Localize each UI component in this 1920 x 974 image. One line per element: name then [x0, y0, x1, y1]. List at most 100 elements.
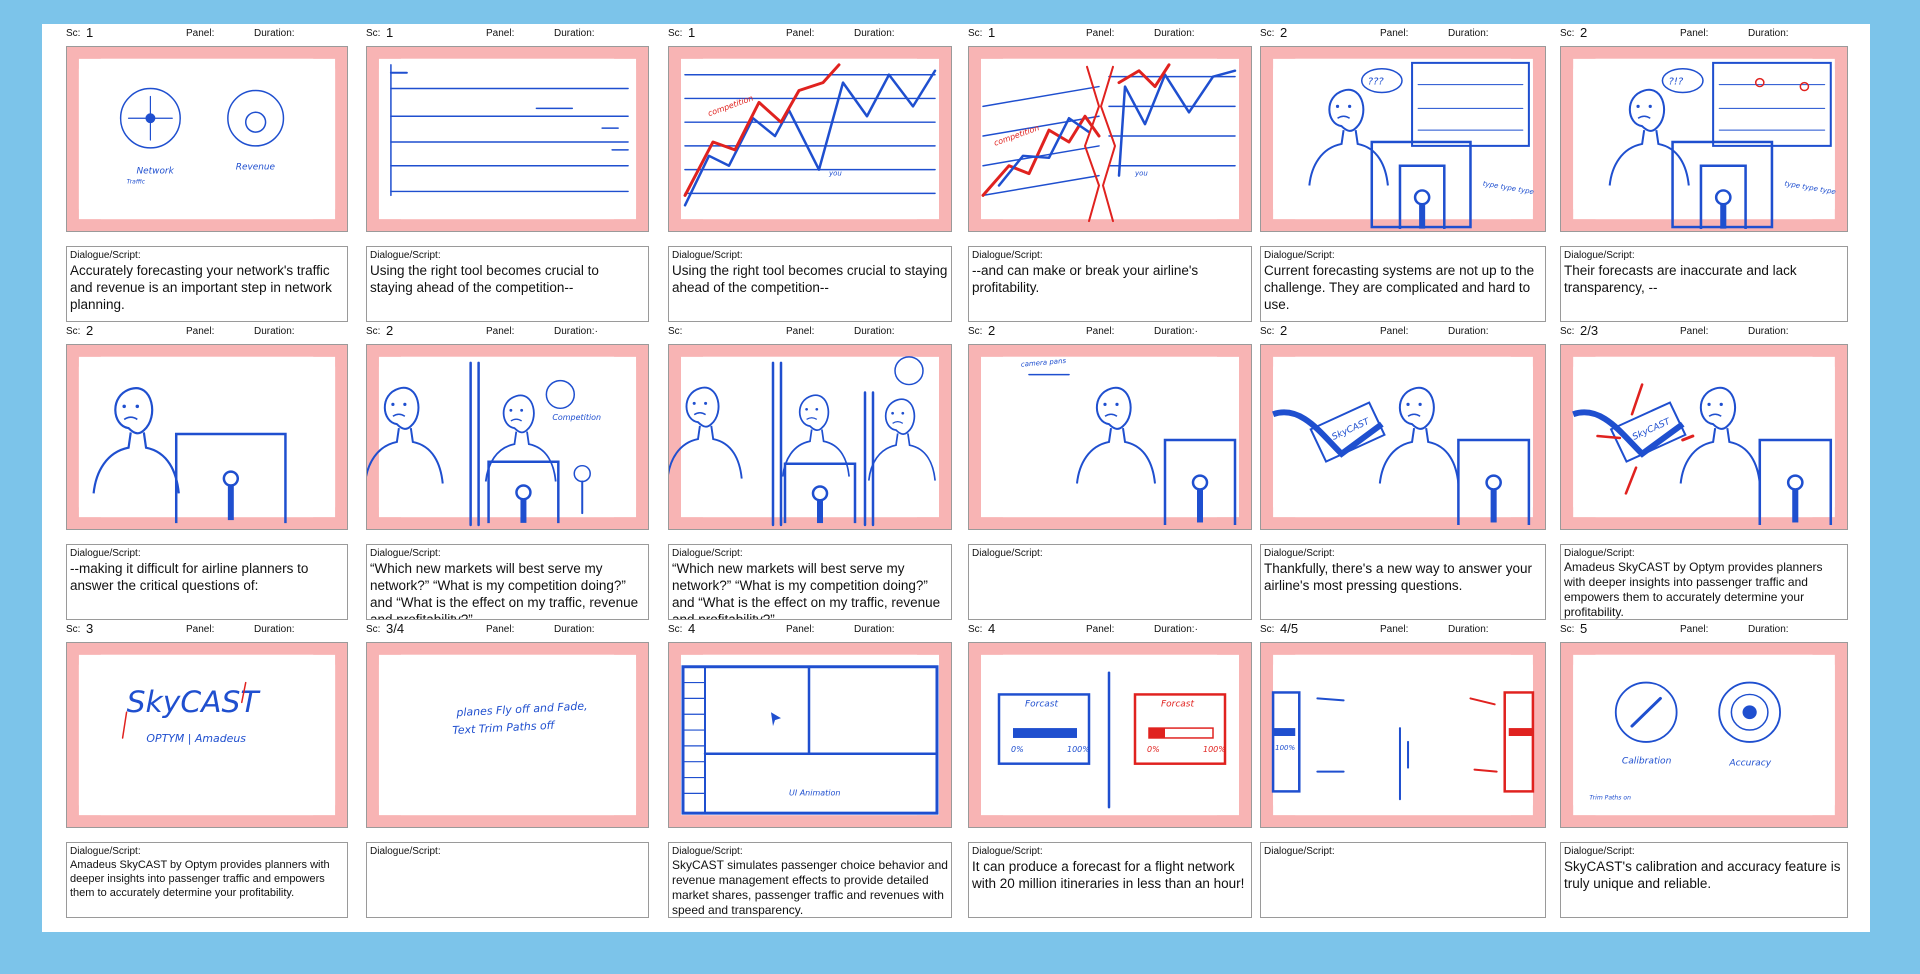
character-figure — [92, 387, 180, 494]
scene-label: Sc: — [1560, 28, 1575, 39]
scene-label: Sc: — [668, 28, 683, 39]
dialogue-label: Dialogue/Script: — [972, 250, 1043, 261]
sketch-label: Calibration — [1622, 757, 1672, 767]
duration-label: Duration:· — [554, 326, 598, 337]
scene-label: Sc: — [366, 624, 381, 635]
panel-label: Panel: — [1380, 326, 1409, 337]
sketch-label: 0% — [1147, 745, 1160, 754]
sketch: 100% — [1261, 643, 1545, 827]
dialogue-label: Dialogue/Script: — [370, 250, 441, 261]
scene-number: 5 — [1580, 621, 1588, 636]
sketch: planes Fly off and Fade,Text Trim Paths … — [367, 643, 648, 827]
panel-sketch — [669, 345, 951, 529]
character-figure — [1076, 386, 1156, 484]
dialogue-box: Dialogue/Script:Their forecasts are inac… — [1560, 246, 1848, 322]
scene-number: 2 — [386, 323, 394, 338]
panel-frame — [66, 344, 348, 530]
sketch-label: Competition — [552, 413, 601, 422]
dialogue-box: Dialogue/Script:Thankfully, there's a ne… — [1260, 544, 1546, 620]
panel-frame: planes Fly off and Fade,Text Trim Paths … — [366, 642, 649, 828]
scene-label: Sc: — [66, 326, 81, 337]
dialogue-text: “Which new markets will best serve my ne… — [672, 561, 941, 620]
scene-number: 4 — [988, 621, 996, 636]
scene-number: 3 — [86, 621, 94, 636]
safe-zone-markers — [969, 47, 1251, 231]
scene-label: Sc: — [1260, 624, 1275, 635]
sketch-label: 100% — [1275, 744, 1295, 752]
safe-zone-markers — [1561, 345, 1847, 529]
sketch-label: 0% — [1011, 745, 1024, 754]
sketch-label: Forcast — [1161, 699, 1195, 709]
scene-number: 4 — [688, 621, 696, 636]
sketch: camera pans — [969, 345, 1251, 529]
panel-sketch — [67, 345, 347, 529]
dialogue-text: Thankfully, there's a new way to answer … — [1264, 561, 1532, 593]
scene-number: 2 — [1280, 25, 1288, 40]
sketch-label: Text Trim Paths off — [452, 719, 556, 737]
panel-label: Panel: — [1680, 28, 1709, 39]
sketch: UI Animation — [669, 643, 951, 827]
panel-label: Panel: — [786, 326, 815, 337]
sketch: ???type type type — [1261, 47, 1545, 231]
dialogue-label: Dialogue/Script: — [1564, 250, 1635, 261]
safe-zone-markers — [669, 345, 951, 529]
dialogue-box: Dialogue/Script:Current forecasting syst… — [1260, 246, 1546, 322]
scene-number: 3/4 — [386, 621, 405, 636]
dialogue-text: Accurately forecasting your network's tr… — [70, 263, 332, 312]
panel-header: Sc:Panel:Duration: — [668, 322, 952, 342]
scene-label: Sc: — [1560, 624, 1575, 635]
character-figure — [1608, 88, 1690, 186]
panel-label: Panel: — [786, 624, 815, 635]
duration-label: Duration:· — [1154, 624, 1198, 635]
sketch-label: ??? — [1368, 77, 1385, 88]
scene-label: Sc: — [1260, 326, 1275, 337]
dialogue-text: Current forecasting systems are not up t… — [1264, 263, 1535, 312]
scene-label: Sc: — [668, 326, 683, 337]
safe-zone-markers — [367, 643, 648, 827]
dialogue-box: Dialogue/Script: SkyCAST's calibration an… — [1560, 842, 1848, 918]
duration-label: Duration: — [254, 28, 295, 39]
scene-number: 2 — [988, 323, 996, 338]
panel-frame: UI Animation — [668, 642, 952, 828]
sketch-label: 100% — [1203, 745, 1226, 754]
dialogue-box: Dialogue/Script:“Which new markets will … — [668, 544, 952, 620]
duration-label: Duration: — [854, 624, 895, 635]
dialogue-text: SkyCAST's calibration and accuracy featu… — [1564, 859, 1841, 891]
dialogue-label: Dialogue/Script: — [370, 846, 441, 857]
dialogue-label: Dialogue/Script: — [70, 846, 141, 857]
sketch: Competition — [367, 345, 648, 529]
dialogue-label: Dialogue/Script: — [672, 250, 743, 261]
sketch-label: Trim Paths on — [1589, 794, 1631, 801]
dialogue-label: Dialogue/Script: — [1564, 846, 1635, 857]
duration-label: Duration: — [1448, 624, 1489, 635]
character-figure — [781, 394, 850, 477]
panel-frame: SkyCAST — [1260, 344, 1546, 530]
panel-label: Panel: — [186, 624, 215, 635]
panel-sketch: ?!?type type type — [1561, 47, 1847, 231]
sketch-label: OPTYM | Amadeus — [146, 732, 246, 745]
panel-sketch: 100% — [1261, 643, 1545, 827]
dialogue-box: Dialogue/Script:--making it difficult fo… — [66, 544, 348, 620]
sketch-label: UI Animation — [789, 788, 840, 797]
